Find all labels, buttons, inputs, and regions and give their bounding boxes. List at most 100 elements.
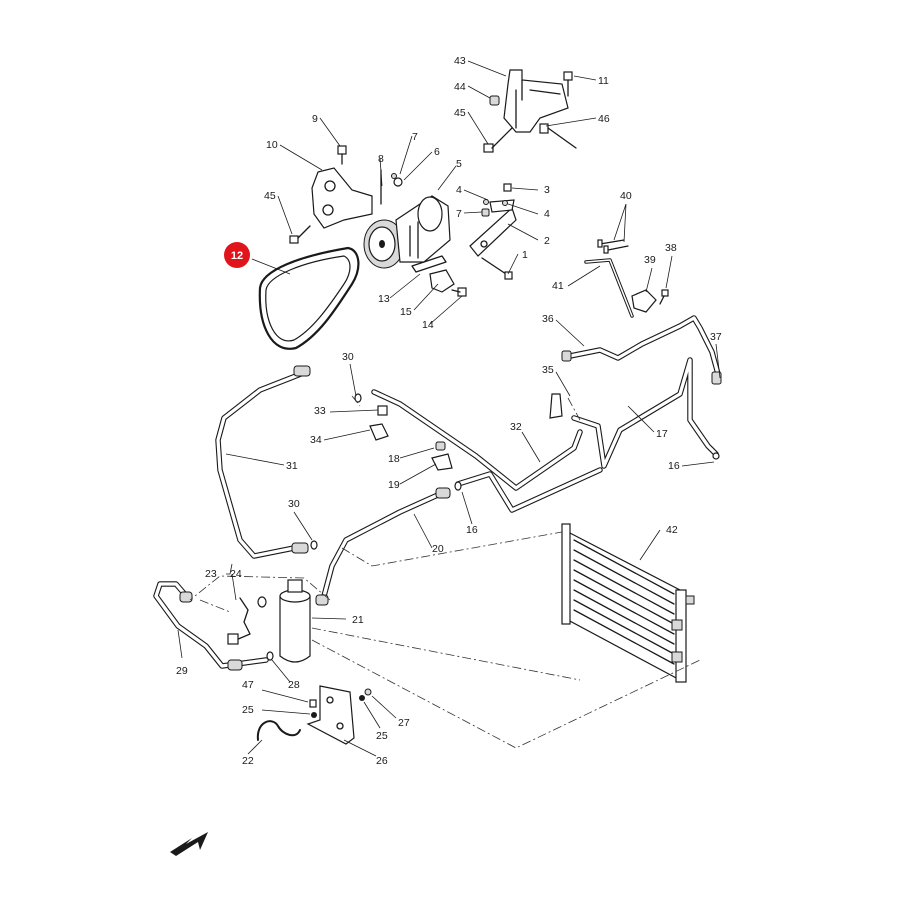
callout-36: 36 bbox=[542, 313, 554, 325]
hose-32[interactable] bbox=[371, 389, 603, 513]
leader-lines bbox=[177, 60, 721, 757]
callout-17: 17 bbox=[656, 428, 668, 440]
callout-15: 15 bbox=[400, 306, 412, 318]
callout-12-highlighted[interactable]: 12 bbox=[224, 242, 250, 268]
callout-19: 19 bbox=[388, 479, 400, 491]
callout-45-upper: 45 bbox=[454, 107, 466, 119]
nut-25-left[interactable] bbox=[311, 712, 317, 718]
callout-labels: 43 11 44 45 46 9 10 45 7 6 8 5 4 7 3 4 2… bbox=[176, 55, 722, 767]
callout-41: 41 bbox=[552, 280, 564, 292]
bolt-47[interactable] bbox=[309, 699, 317, 708]
callout-42: 42 bbox=[666, 524, 678, 536]
callout-13: 13 bbox=[378, 293, 390, 305]
nut-18[interactable] bbox=[435, 441, 446, 451]
callout-18: 18 bbox=[388, 453, 400, 465]
callout-35: 35 bbox=[542, 364, 554, 376]
callout-43: 43 bbox=[454, 55, 466, 67]
callout-3: 3 bbox=[544, 184, 550, 196]
callout-32: 32 bbox=[510, 421, 522, 433]
oring-16-left[interactable] bbox=[454, 481, 462, 491]
callout-25-left: 25 bbox=[242, 704, 254, 716]
callout-9: 9 bbox=[312, 113, 318, 125]
callout-38: 38 bbox=[665, 242, 677, 254]
callout-39: 39 bbox=[644, 254, 656, 266]
callout-30-lower: 30 bbox=[288, 498, 300, 510]
bolt-1[interactable] bbox=[481, 257, 513, 280]
tensioner-bracket-2[interactable] bbox=[469, 199, 517, 257]
callout-23: 23 bbox=[205, 568, 217, 580]
oring-30-upper[interactable] bbox=[354, 393, 362, 403]
clip-19[interactable] bbox=[431, 453, 453, 471]
hose-29[interactable] bbox=[153, 581, 269, 671]
bolt-45-upper[interactable] bbox=[483, 127, 513, 153]
bolt-9[interactable] bbox=[337, 145, 347, 165]
callout-16-right: 16 bbox=[668, 460, 680, 472]
washer-7-upper[interactable] bbox=[391, 173, 397, 179]
callout-45-lower: 45 bbox=[264, 190, 276, 202]
bracket-43[interactable] bbox=[503, 69, 569, 133]
callout-21: 21 bbox=[352, 614, 364, 626]
callout-44: 44 bbox=[454, 81, 466, 93]
receiver-drier-21[interactable] bbox=[279, 579, 311, 663]
callout-22: 22 bbox=[242, 755, 254, 767]
connection-lines bbox=[189, 395, 701, 749]
callout-20: 20 bbox=[432, 543, 444, 555]
fitting-6[interactable] bbox=[393, 177, 403, 187]
clamp-22[interactable] bbox=[256, 720, 301, 741]
direction-arrow-icon bbox=[170, 832, 208, 856]
clip-34[interactable] bbox=[369, 423, 389, 441]
mounting-plate-26[interactable] bbox=[306, 685, 355, 745]
fitting-33[interactable] bbox=[377, 405, 388, 416]
spacer-13[interactable] bbox=[411, 255, 447, 273]
callout-33: 33 bbox=[314, 405, 326, 417]
oring-30-lower[interactable] bbox=[310, 540, 318, 550]
compressor-5[interactable] bbox=[363, 195, 451, 269]
callout-31: 31 bbox=[286, 460, 298, 472]
nut-25-right[interactable] bbox=[359, 695, 365, 701]
callout-10: 10 bbox=[266, 139, 278, 151]
callout-25-right: 25 bbox=[376, 730, 388, 742]
switch-23-24[interactable] bbox=[227, 596, 267, 645]
callout-2: 2 bbox=[544, 235, 550, 247]
callout-7-upper: 7 bbox=[412, 131, 418, 143]
callout-6: 6 bbox=[434, 146, 440, 158]
callout-34: 34 bbox=[310, 434, 322, 446]
hose-36[interactable] bbox=[561, 315, 722, 385]
hose-17[interactable] bbox=[571, 357, 719, 469]
oring-16-right[interactable] bbox=[712, 452, 720, 460]
callout-16-left: 16 bbox=[466, 524, 478, 536]
callout-47: 47 bbox=[242, 679, 254, 691]
oring-28[interactable] bbox=[266, 651, 274, 661]
callout-28: 28 bbox=[288, 679, 300, 691]
callout-40: 40 bbox=[620, 190, 632, 202]
callout-24: 24 bbox=[230, 568, 242, 580]
hose-31[interactable] bbox=[215, 365, 311, 559]
callout-14: 14 bbox=[422, 319, 434, 331]
callout-8: 8 bbox=[378, 153, 384, 165]
bolt-11[interactable] bbox=[563, 71, 573, 97]
washer-27[interactable] bbox=[364, 688, 372, 696]
bolt-45-lower[interactable] bbox=[289, 225, 311, 244]
nut-44[interactable] bbox=[489, 95, 500, 106]
bracket-35[interactable] bbox=[549, 393, 563, 419]
drive-belt-12[interactable] bbox=[258, 246, 360, 350]
hose-20[interactable] bbox=[315, 487, 451, 606]
callout-46: 46 bbox=[598, 113, 610, 125]
bolt-38[interactable] bbox=[659, 289, 669, 305]
callout-29: 29 bbox=[176, 665, 188, 677]
bolt-3[interactable] bbox=[503, 183, 512, 192]
rod-41[interactable] bbox=[584, 258, 634, 318]
nut-7-lower[interactable] bbox=[481, 208, 490, 217]
callout-27: 27 bbox=[398, 717, 410, 729]
callout-5: 5 bbox=[456, 158, 462, 170]
bolt-46[interactable] bbox=[539, 123, 577, 149]
callout-26: 26 bbox=[376, 755, 388, 767]
callout-4-a: 4 bbox=[456, 184, 462, 196]
condenser-42[interactable] bbox=[561, 523, 695, 683]
callout-37: 37 bbox=[710, 331, 722, 343]
bolt-14[interactable] bbox=[451, 287, 467, 297]
washer-4-b[interactable] bbox=[502, 200, 508, 206]
pins-40[interactable] bbox=[597, 239, 629, 254]
mount-bracket-10[interactable] bbox=[311, 167, 373, 229]
clamp-39[interactable] bbox=[631, 289, 657, 313]
